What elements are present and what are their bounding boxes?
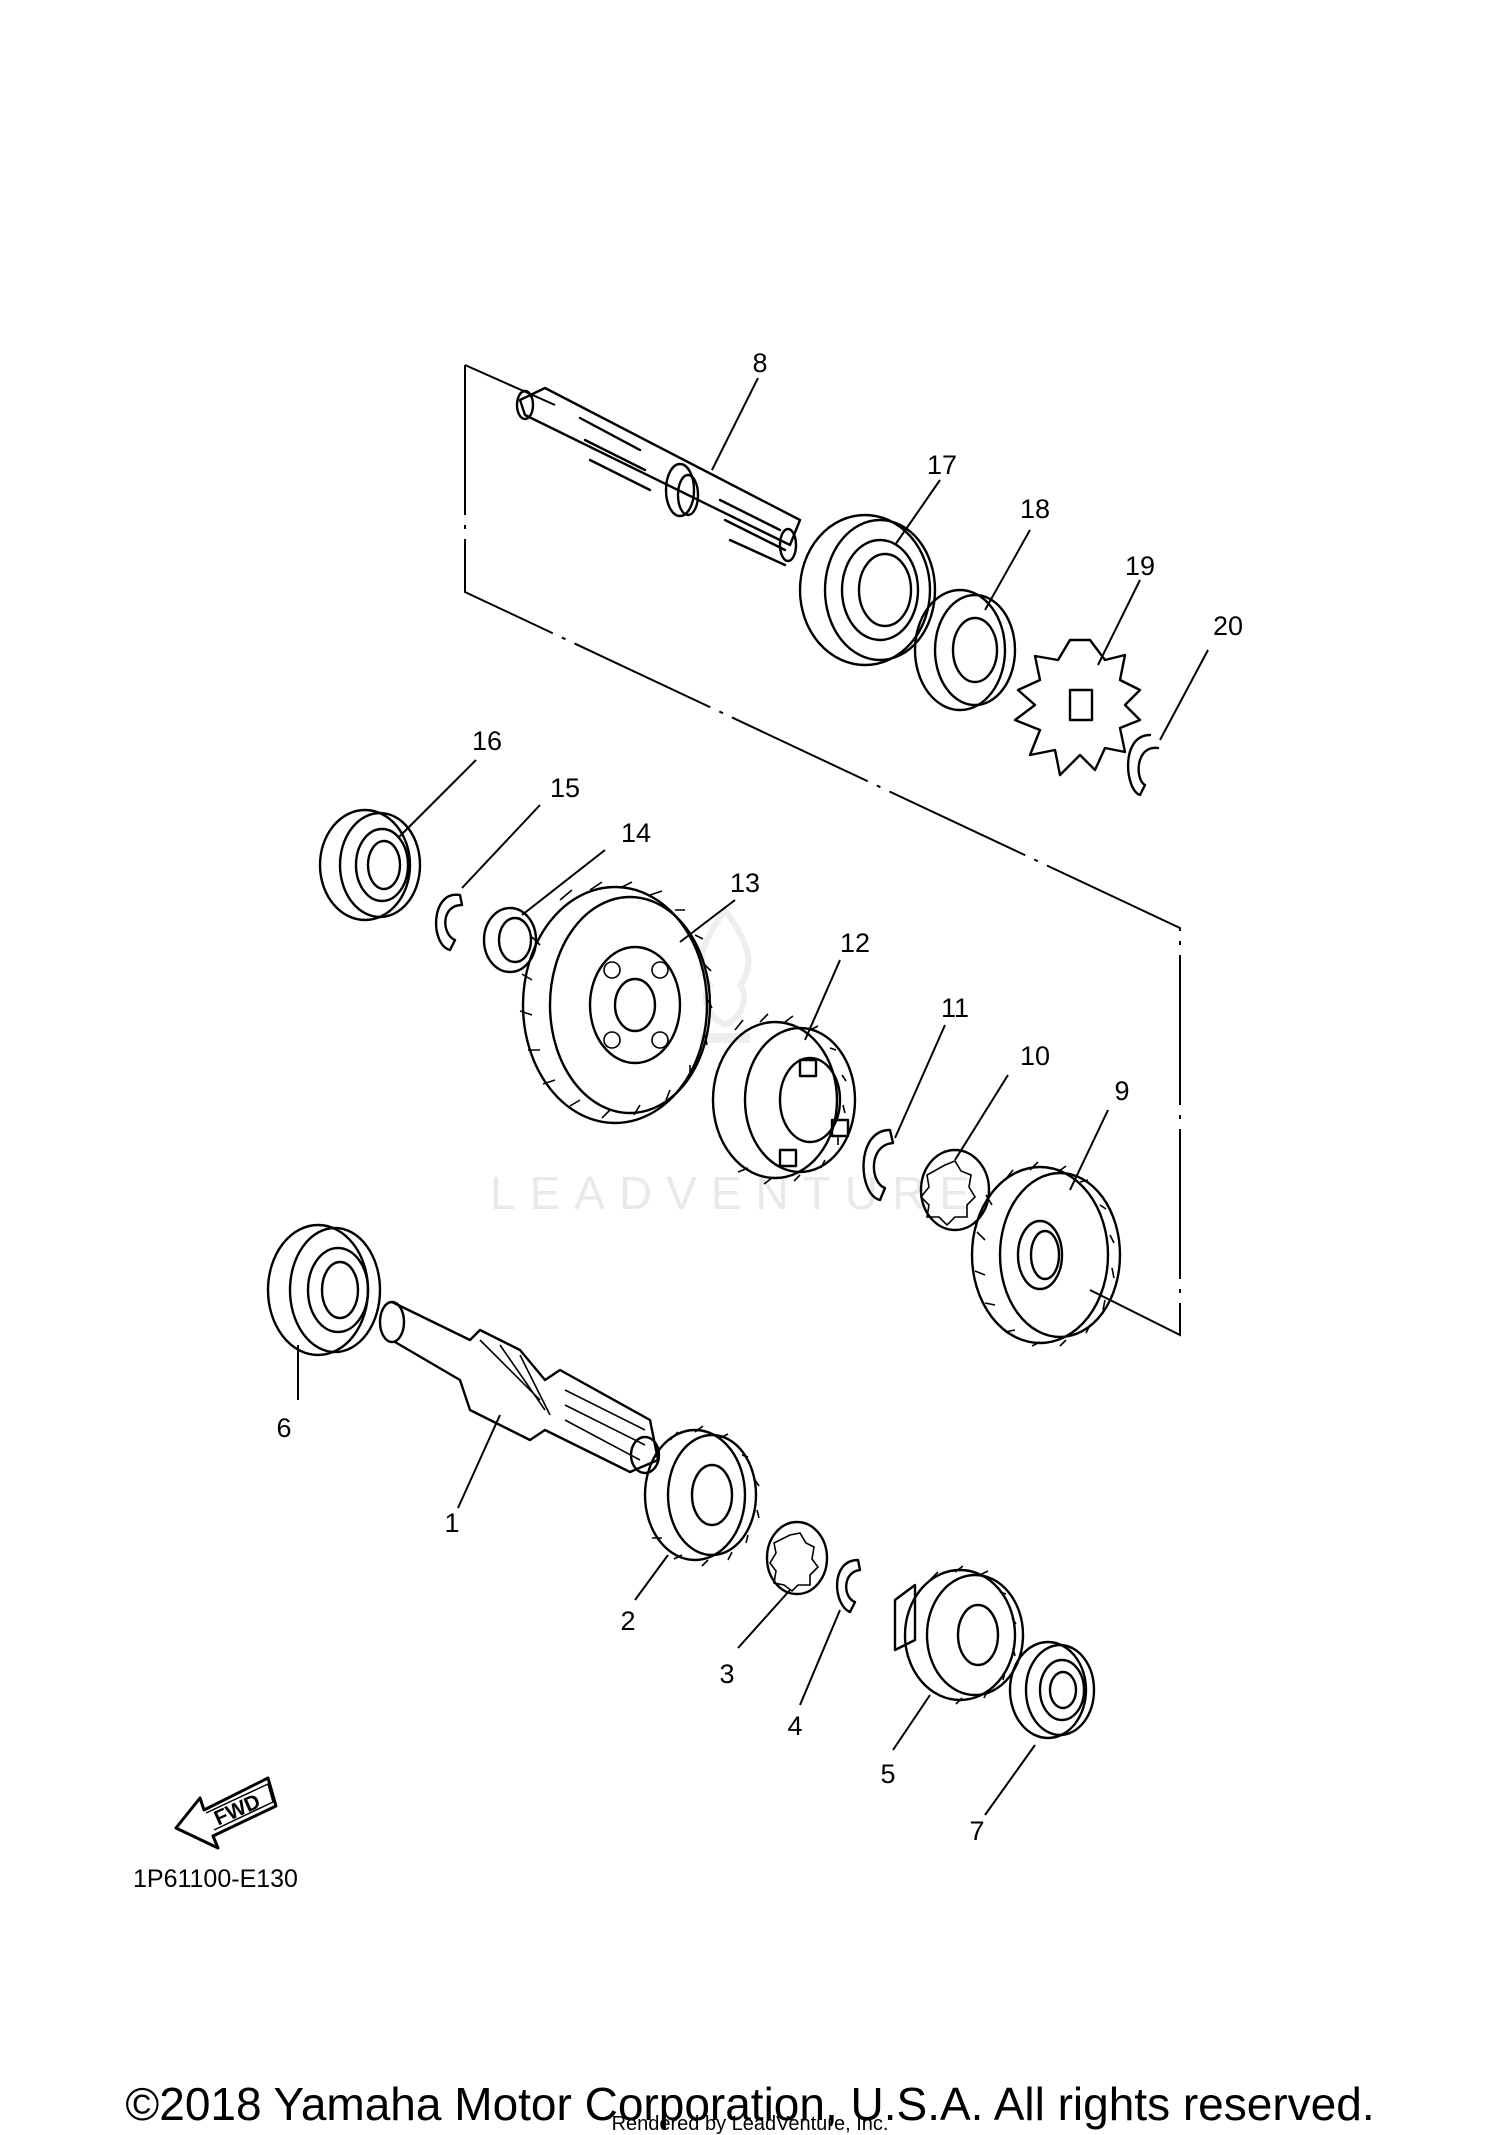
callout-9: 9 (1114, 1076, 1129, 1106)
part-12-gear (711, 1013, 857, 1185)
part-11-circlip (862, 1128, 895, 1202)
part-16-bearing (318, 808, 422, 922)
part-18-collar (913, 588, 1017, 712)
part-6-bearing (266, 1223, 382, 1357)
part-4-circlip (835, 1558, 862, 1614)
group-frame (464, 364, 1181, 1337)
callout-12: 12 (840, 928, 870, 958)
callout-8: 8 (752, 348, 767, 378)
callout-20: 20 (1213, 611, 1243, 641)
part-15-circlip (434, 893, 464, 952)
watermark-text: LEADVENTURE (490, 1167, 984, 1219)
fwd-arrow-icon: FWD (174, 1776, 278, 1850)
diagram-code: 1P61100-E130 (133, 1865, 298, 1893)
callout-10: 10 (1020, 1041, 1050, 1071)
part-9-gear (970, 1161, 1122, 1347)
callout-15: 15 (550, 773, 580, 803)
callout-3: 3 (719, 1659, 734, 1689)
part-20-circlip (1126, 733, 1160, 797)
callout-6: 6 (276, 1413, 291, 1443)
callout-1: 1 (444, 1508, 459, 1538)
callout-18: 18 (1020, 494, 1050, 524)
part-3-toothed-washer (765, 1520, 829, 1596)
callout-numbers: 8 17 18 19 20 16 15 14 13 12 11 10 9 6 1… (276, 348, 1243, 1846)
callout-11: 11 (941, 993, 969, 1023)
part-13-gear (519, 881, 713, 1125)
part-7-bearing (1008, 1640, 1096, 1740)
part-5-gear (893, 1565, 1025, 1705)
callout-16: 16 (472, 726, 502, 756)
callout-17: 17 (927, 450, 957, 480)
part-2-gear (643, 1425, 760, 1567)
copyright-notice: ©2018 Yamaha Motor Corporation, U.S.A. A… (125, 2078, 1375, 2130)
leader-lines (297, 377, 1209, 1816)
callout-2: 2 (620, 1606, 635, 1636)
callout-13: 13 (730, 868, 760, 898)
render-credit: Rendered by LeadVenture, Inc. (611, 2113, 889, 2135)
callout-19: 19 (1125, 551, 1155, 581)
part-19-sprocket (1013, 638, 1142, 777)
callout-4: 4 (787, 1711, 802, 1741)
callout-7: 7 (969, 1816, 984, 1846)
part-8-drive-axle (515, 386, 802, 567)
callout-14: 14 (621, 818, 651, 848)
part-10-toothed-washer (919, 1148, 991, 1232)
part-17-bearing (798, 513, 937, 667)
callout-5: 5 (880, 1759, 895, 1789)
part-1-main-axle (378, 1300, 661, 1475)
